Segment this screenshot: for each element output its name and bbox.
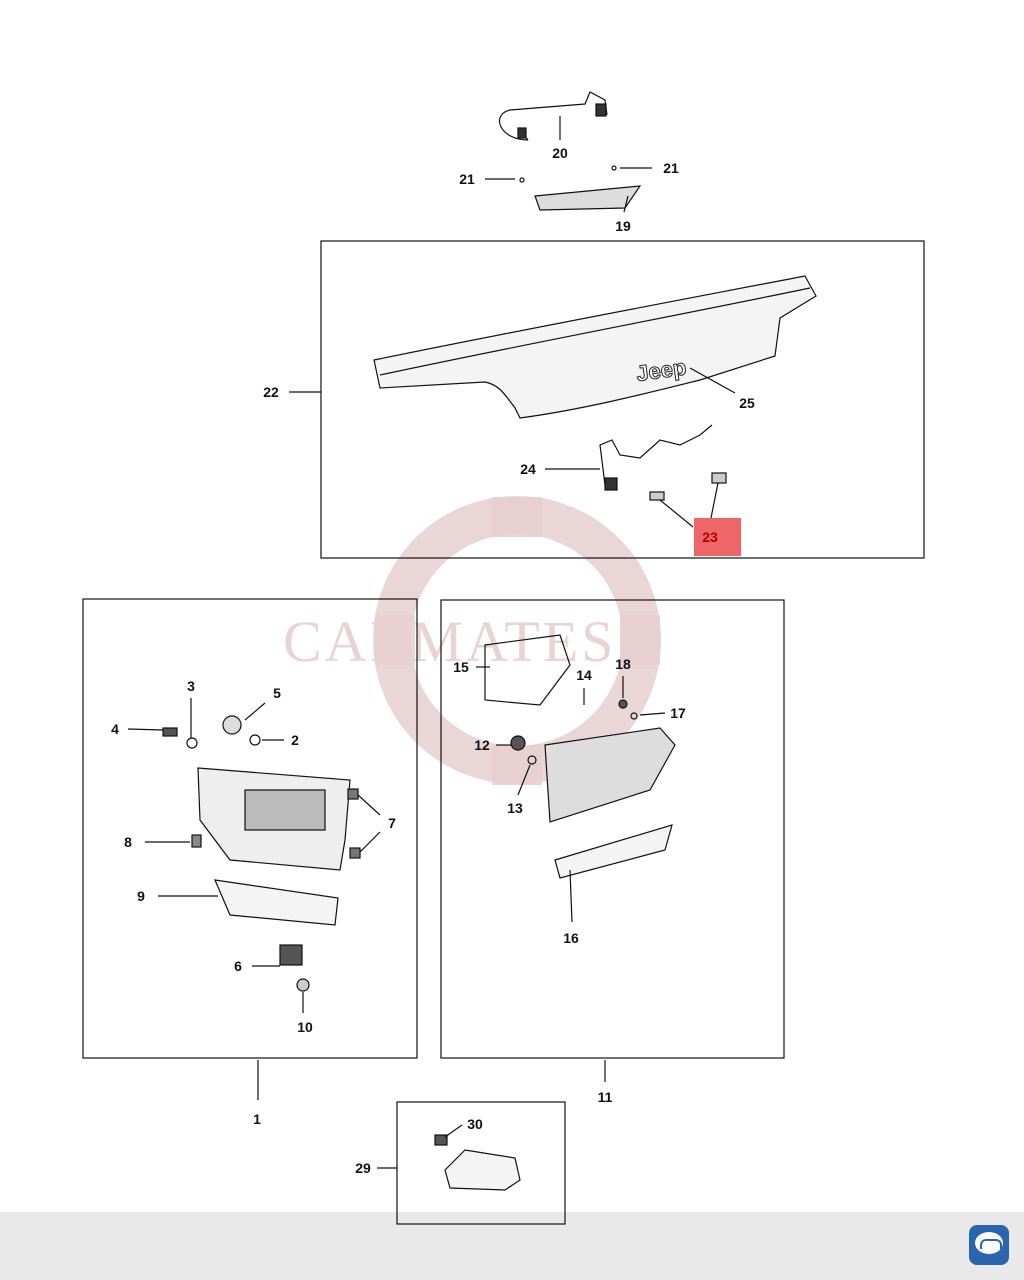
part-8-clip: [191, 834, 202, 848]
callout-14[interactable]: 14: [576, 667, 592, 683]
callout-19[interactable]: 19: [615, 218, 631, 234]
callout-8[interactable]: 8: [124, 834, 132, 850]
group-box-11: [440, 599, 785, 1059]
part-20-wire: [498, 91, 608, 141]
leader-lines: [127, 116, 736, 1169]
part-19-lamp: [534, 185, 642, 211]
part-2-bulb: [249, 734, 261, 746]
part-23-clip: [711, 472, 727, 484]
callout-21[interactable]: 21: [663, 160, 679, 176]
part-17-bulb: [630, 712, 638, 720]
part-12-socket: [510, 735, 526, 751]
callout-30[interactable]: 30: [467, 1116, 483, 1132]
footer-bar: [0, 1212, 1024, 1280]
part-16-bezel: [554, 824, 673, 879]
callout-17[interactable]: 17: [670, 705, 686, 721]
part-30-bulb: [434, 1134, 448, 1146]
callout-12[interactable]: 12: [474, 737, 490, 753]
part-22-applique: [373, 275, 817, 419]
part-3-bulb: [186, 737, 198, 749]
part-18-nut: [618, 699, 628, 709]
watermark-text: CARMATES: [283, 609, 617, 674]
callout-22[interactable]: 22: [263, 384, 279, 400]
part-23-clip: [649, 491, 665, 501]
callout-6[interactable]: 6: [234, 958, 242, 974]
callout-20[interactable]: 20: [552, 145, 568, 161]
callout-4[interactable]: 4: [111, 721, 119, 737]
part-24-harness: [599, 424, 713, 486]
jeep-emblem: Jeep: [635, 354, 688, 386]
callout-13[interactable]: 13: [507, 800, 523, 816]
watermark-gear: [373, 496, 661, 784]
part-7-nut: [347, 788, 359, 800]
part-13-bulb: [527, 755, 537, 765]
callout-1[interactable]: 1: [253, 1111, 261, 1127]
callout-7[interactable]: 7: [388, 815, 396, 831]
part-15-gasket: [484, 634, 571, 706]
part-29-lamp: [444, 1149, 521, 1191]
callout-10[interactable]: 10: [297, 1019, 313, 1035]
part-9-bezel: [214, 879, 339, 926]
callout-15[interactable]: 15: [453, 659, 469, 675]
car-service-chat-icon[interactable]: [969, 1225, 1009, 1265]
callout-9[interactable]: 9: [137, 888, 145, 904]
car-icon: [980, 1239, 1002, 1249]
part-11-lamp: [544, 727, 676, 823]
callout-5[interactable]: 5: [273, 685, 281, 701]
callout-2[interactable]: 2: [291, 732, 299, 748]
part-10-bulb: [296, 978, 310, 992]
group-box-22: [320, 240, 925, 559]
highlight-box-23[interactable]: [694, 518, 741, 556]
callout-3[interactable]: 3: [187, 678, 195, 694]
part-4-socket: [162, 727, 178, 737]
callout-25[interactable]: 25: [739, 395, 755, 411]
callout-21[interactable]: 21: [459, 171, 475, 187]
callout-16[interactable]: 16: [563, 930, 579, 946]
callout-24[interactable]: 24: [520, 461, 536, 477]
watermark-gear-teeth: [375, 497, 660, 785]
callout-11[interactable]: 11: [597, 1089, 613, 1105]
part-6-socket: [279, 944, 303, 966]
callout-29[interactable]: 29: [355, 1160, 371, 1176]
group-box-29: [396, 1101, 566, 1225]
group-box-1: [82, 598, 418, 1059]
callout-18[interactable]: 18: [615, 656, 631, 672]
callout-23[interactable]: 23: [702, 529, 718, 545]
part-7-nut: [349, 847, 361, 859]
part-5-socket: [222, 715, 242, 735]
